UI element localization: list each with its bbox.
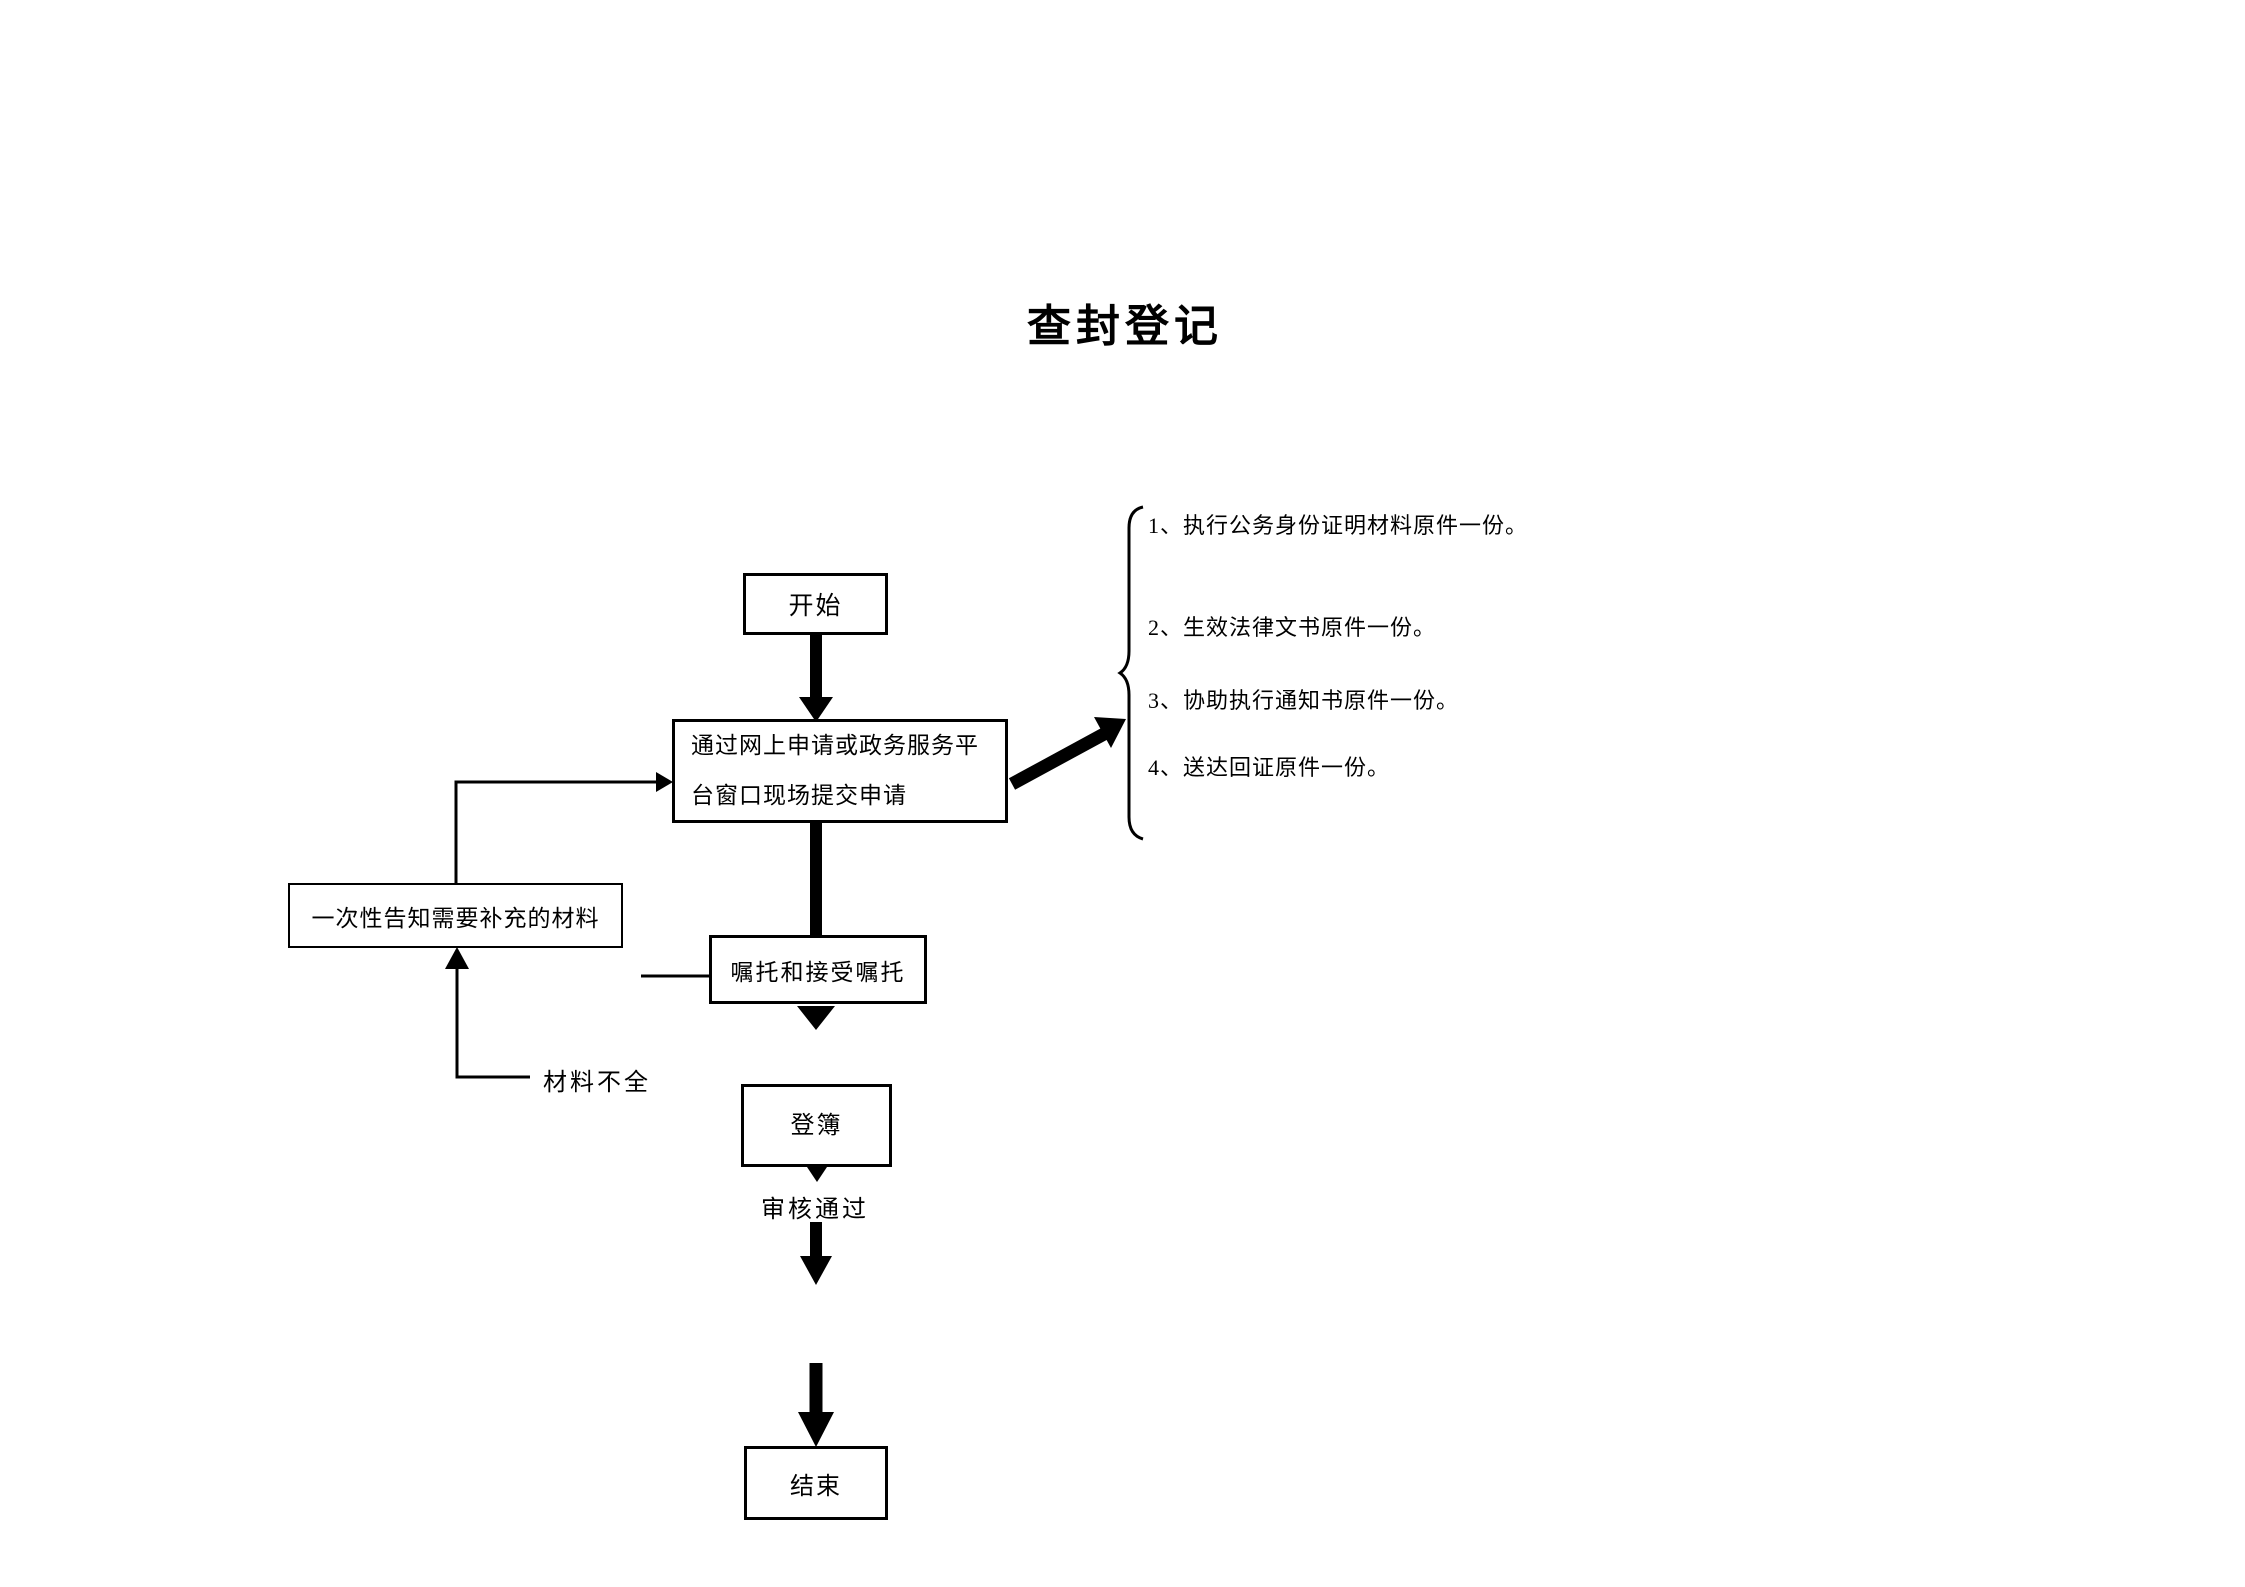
flow-line-apply-to-register bbox=[797, 823, 835, 1030]
materials-item: 1、执行公务身份证明材料原件一份。 bbox=[1148, 513, 1529, 538]
materials-brace bbox=[1117, 505, 1144, 841]
materials-item: 4、送达回证原件一份。 bbox=[1148, 755, 1391, 780]
line-incomplete-to-notify bbox=[445, 947, 530, 1079]
line-notify-to-apply bbox=[454, 772, 673, 884]
flow-node-entrust-label: 嘱托和接受嘱托 bbox=[730, 959, 906, 985]
flow-node-entrust: 嘱托和接受嘱托 bbox=[709, 935, 927, 1004]
flow-node-register-label: 登簿 bbox=[790, 1113, 843, 1139]
arrowhead-register-down bbox=[807, 1167, 827, 1182]
flow-node-apply-label: 通过网上申请或政务服务平台窗口现场提交申请 bbox=[691, 733, 979, 808]
flow-node-register: 登簿 bbox=[741, 1084, 892, 1167]
arrow-start-to-apply bbox=[799, 635, 833, 722]
arrow-to-end bbox=[798, 1363, 834, 1447]
flow-node-apply: 通过网上申请或政务服务平台窗口现场提交申请 bbox=[672, 719, 1008, 823]
materials-item: 3、协助执行通知书原件一份。 bbox=[1148, 688, 1460, 713]
flow-node-end-label: 结束 bbox=[790, 1473, 842, 1500]
edge-label-review-approved: 审核通过 bbox=[761, 1197, 869, 1223]
materials-item: 2、生效法律文书原件一份。 bbox=[1148, 615, 1437, 640]
page-title: 查封登记 bbox=[1027, 302, 1223, 351]
arrow-apply-to-materials bbox=[1008, 717, 1126, 790]
edge-label-materials-incomplete: 材料不全 bbox=[543, 1070, 651, 1096]
flow-node-notify-label: 一次性告知需要补充的材料 bbox=[311, 905, 600, 931]
flow-node-start: 开始 bbox=[743, 573, 888, 635]
arrow-approved-down bbox=[800, 1222, 832, 1285]
flow-node-notify: 一次性告知需要补充的材料 bbox=[288, 883, 623, 948]
flow-node-end: 结束 bbox=[744, 1446, 888, 1520]
flow-node-start-label: 开始 bbox=[788, 593, 843, 620]
